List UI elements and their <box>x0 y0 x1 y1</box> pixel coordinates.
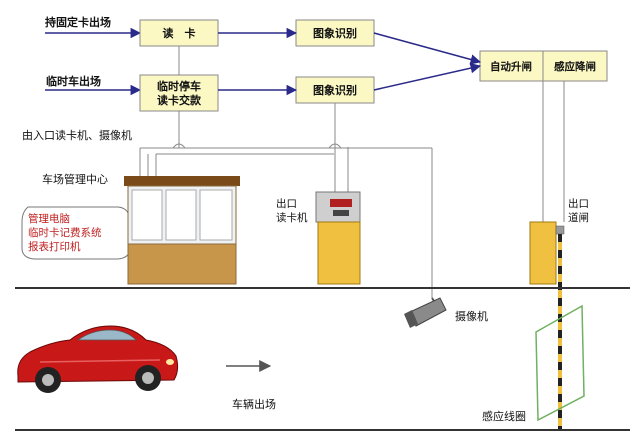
temp-parking-pay-box: 临时停车 读卡交款 <box>139 74 219 112</box>
exit-gate-label-2: 道闸 <box>568 211 589 224</box>
management-booth <box>124 176 240 285</box>
sensor-drop-label: 感应降闸 <box>554 60 596 73</box>
temp-parking-line2: 读卡交款 <box>157 93 202 107</box>
auto-gate-label: 自动升闸 <box>490 60 532 73</box>
exit-reader-label-2: 读卡机 <box>276 211 308 224</box>
arrow-recog2-to-gate <box>373 62 482 91</box>
temp-parking-line1: 临时停车 <box>157 79 201 93</box>
vehicle-exit-label: 车辆出场 <box>232 397 276 411</box>
read-card-box: 读 卡 <box>139 19 219 47</box>
image-recognition-box-1: 图象识别 <box>295 19 375 47</box>
entrance-reader-camera-label: 由入口读卡机、摄像机 <box>22 128 132 142</box>
exit-card-reader <box>315 191 361 285</box>
loop-sensor-label: 感应线圈 <box>482 409 526 423</box>
bubble-line-2: 临时卡记费系统 <box>28 226 102 239</box>
camera-icon <box>404 297 447 328</box>
read-card-label: 读 卡 <box>163 26 196 40</box>
image-recognition-box-2: 图象识别 <box>295 76 375 104</box>
exit-reader-label-1: 出口 <box>276 197 297 210</box>
arrow-recog1-to-gate <box>373 32 482 65</box>
camera-label: 摄像机 <box>455 309 488 323</box>
temp-car-exit-label: 临时车出场 <box>46 74 101 88</box>
gate-control-box: 自动升闸 感应降闸 <box>479 50 608 82</box>
bubble-line-3: 报表打印机 <box>28 240 81 253</box>
induction-loop <box>535 304 585 422</box>
management-pc-bubble: 管理电脑 临时卡记费系统 报表打印机 <box>21 206 151 260</box>
car-icon <box>17 325 179 393</box>
image-recognition-label-2: 图象识别 <box>313 83 357 97</box>
exit-gate-barrier <box>529 221 565 429</box>
exit-gate-label-1: 出口 <box>568 197 589 210</box>
fixed-card-exit-label: 持固定卡出场 <box>45 15 111 29</box>
image-recognition-label-1: 图象识别 <box>313 26 357 40</box>
management-center-label: 车场管理中心 <box>42 172 108 186</box>
bubble-line-1: 管理电脑 <box>28 212 70 225</box>
